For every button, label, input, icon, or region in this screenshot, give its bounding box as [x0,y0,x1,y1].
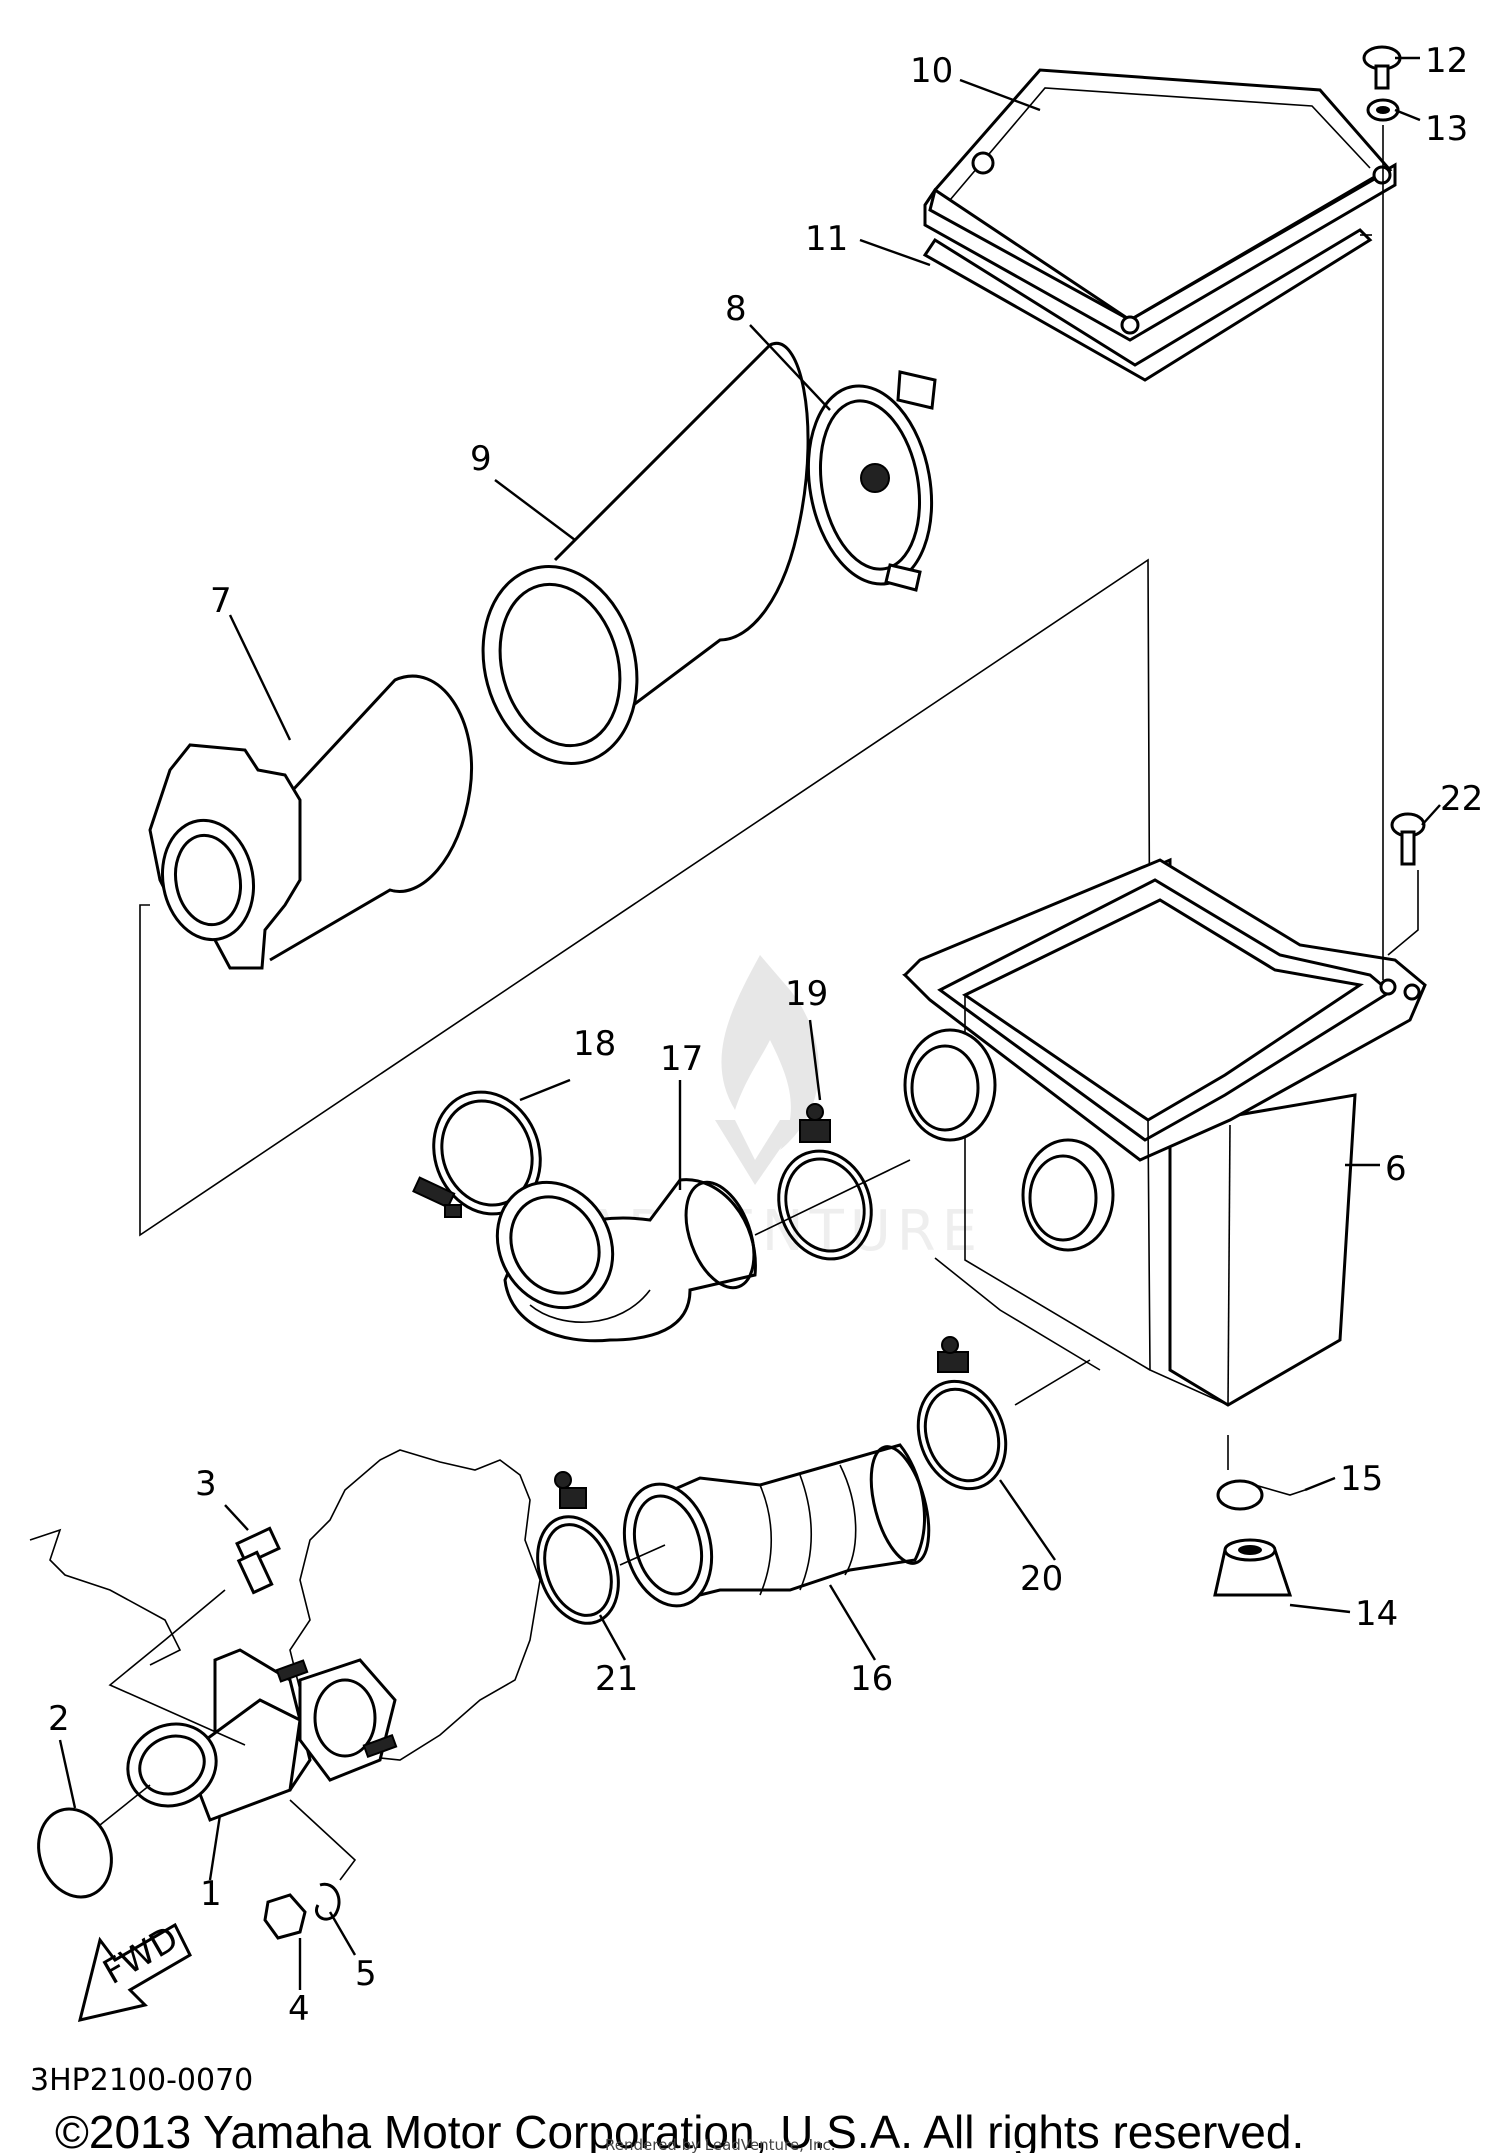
box-bolt [1390,812,1426,866]
assembly-line-bolt3 [108,1589,246,1746]
callout-3: 3 [195,1464,217,1504]
callout-1: 1 [200,1874,222,1914]
assembly-line-nut [289,1799,357,1881]
callout-22: 22 [1440,779,1483,819]
washer-5 [315,1882,341,1921]
callout-13: 13 [1425,109,1468,149]
clip-15 [1216,1479,1306,1511]
callout-11: 11 [805,219,848,259]
diagram-code: 3HP2100-0070 [30,2063,253,2098]
boot-16 [622,1443,931,1608]
cap-gasket [922,228,1373,382]
rendered-by: Rendered by LeadVenture, Inc. [605,2136,836,2153]
engine-outline [289,1449,541,1761]
assembly-line-clamp21 [619,1544,666,1566]
o-ring [37,1807,113,1899]
nut-4 [263,1893,307,1940]
drain-14 [1213,1538,1293,1597]
copyright-notice: ©2013 Yamaha Motor Corporation, U.S.A. A… [55,2106,1304,2153]
assembly-line-clamp20 [1014,1359,1091,1406]
callout-18: 18 [573,1024,616,1064]
callout-8: 8 [725,289,747,329]
cap-bolt [1362,45,1402,90]
carburetor-joint [126,1648,398,1822]
foam-filter [481,341,810,766]
callout-6: 6 [1385,1149,1407,1189]
joint-17 [495,1178,757,1343]
filter-element [148,674,473,970]
callout-16: 16 [850,1659,893,1699]
callout-21: 21 [595,1659,638,1699]
air-box [902,857,1427,1407]
callout-5: 5 [355,1954,377,1994]
callout-14: 14 [1355,1594,1398,1634]
air-box-cap [923,68,1397,342]
assembly-line-bolt22 [1387,870,1419,956]
callout-4: 4 [288,1989,310,2029]
cap-washer [1366,98,1400,122]
callout-17: 17 [660,1039,703,1079]
clamp-21 [536,1471,620,1625]
callout-2: 2 [48,1699,70,1739]
leader-lines [58,56,1441,1990]
assembly-line-duct16 [934,1257,1101,1371]
callout-19: 19 [785,974,828,1014]
assembly-line-oring [99,1784,151,1826]
callout-15: 15 [1340,1459,1383,1499]
clamp-18 [412,1090,542,1218]
callout-20: 20 [1020,1559,1063,1599]
callout-7: 7 [210,581,232,621]
assembly-line-joint17 [754,1159,911,1236]
callout-9: 9 [470,439,492,479]
fwd-arrow: FWD [77,1918,192,2023]
callout-12: 12 [1425,41,1468,81]
clamp-20 [916,1336,1008,1491]
filter-end-cap [806,370,937,592]
assembly-line-filter [139,558,1151,1237]
bracket [29,1528,182,1666]
bolt-3 [235,1526,281,1595]
callouts: 1 2 3 4 5 6 7 8 9 10 11 12 13 14 15 16 1… [48,41,1483,2029]
callout-10: 10 [910,51,953,91]
